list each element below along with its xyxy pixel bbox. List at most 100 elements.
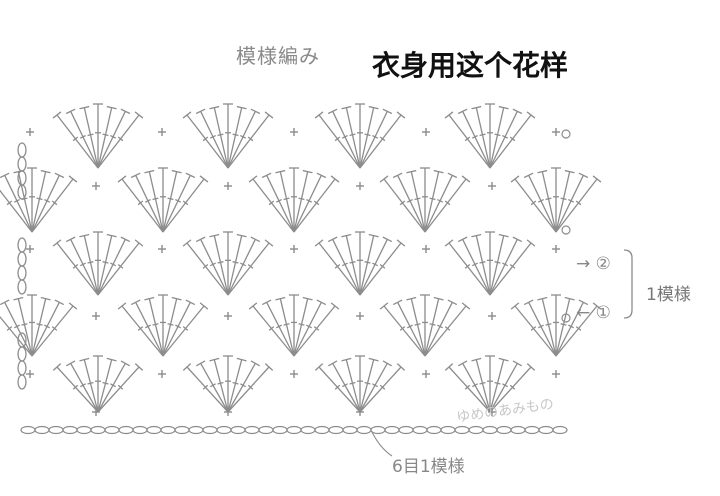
dc-stitch: [31, 305, 74, 357]
dc-cap: [510, 175, 520, 183]
dc-cap: [79, 233, 90, 238]
dc-cap: [185, 172, 196, 179]
dc-bar: [275, 198, 282, 203]
dc-stitch: [56, 242, 99, 296]
dc-cap: [195, 236, 206, 243]
dc-bar: [334, 384, 341, 390]
pattern-title-jp: 模様編み: [236, 44, 320, 68]
dc-cap: [526, 111, 536, 119]
dc-bar: [372, 134, 379, 139]
dc-cap: [461, 302, 471, 310]
dc-bar: [429, 323, 436, 326]
dc-bar: [472, 383, 478, 388]
dc-stitch: [162, 175, 191, 233]
chain-link: [17, 156, 27, 172]
chain-link: [482, 425, 498, 435]
dc-cap: [248, 302, 258, 310]
dc-stitch: [200, 239, 229, 296]
dc-bar: [87, 381, 94, 385]
dc-cap: [447, 299, 458, 306]
chain-link: [17, 142, 27, 158]
single-crochet-icon: [92, 182, 100, 190]
dc-stitch: [489, 359, 505, 413]
dc-cap: [327, 236, 338, 243]
dc-cap: [457, 236, 468, 243]
dc-stitch: [359, 107, 375, 169]
dc-cap: [65, 360, 76, 367]
dc-stitch: [555, 298, 571, 357]
dc-stitch: [410, 171, 426, 233]
dc-bar: [575, 326, 582, 331]
dc-bar: [6, 326, 13, 331]
chain-link: [132, 425, 148, 435]
fan-motif-icon: [510, 294, 602, 357]
dc-stitch: [227, 242, 270, 296]
single-crochet-icon: [356, 408, 364, 416]
fan-motif-icon: [248, 167, 340, 233]
dc-cap: [368, 357, 379, 362]
dc-stitch: [83, 359, 99, 413]
dc-bar: [479, 261, 486, 264]
dc-bar: [349, 133, 356, 137]
dc-stitch: [383, 305, 426, 357]
dc-stitch: [121, 178, 164, 233]
dc-bar: [464, 264, 471, 269]
chain-link: [300, 425, 316, 435]
dc-stitch: [97, 366, 140, 413]
fan-motif-icon: [379, 294, 471, 357]
dc-cap: [471, 105, 482, 110]
dc-stitch: [17, 171, 33, 233]
dc-stitch: [359, 359, 375, 413]
dc-cap: [120, 360, 131, 367]
dc-cap: [564, 296, 575, 301]
dc-bar: [268, 326, 275, 331]
dc-stitch: [528, 302, 557, 357]
dc-stitch: [489, 235, 505, 296]
single-crochet-icon: [224, 408, 232, 416]
chain-link: [76, 425, 92, 435]
dc-stitch: [227, 235, 243, 296]
dc-stitch: [186, 366, 229, 413]
dc-bar: [560, 197, 567, 201]
dc-stitch: [293, 298, 309, 357]
dc-stitch: [359, 114, 402, 169]
dc-cap: [171, 169, 182, 174]
dc-cap: [209, 105, 220, 110]
dc-stitch: [17, 298, 33, 357]
dc-bar: [232, 261, 239, 264]
chain-link: [426, 425, 442, 435]
dc-stitch: [345, 359, 361, 413]
dc-stitch: [148, 171, 164, 233]
dc-stitch: [462, 363, 491, 413]
dc-bar: [502, 262, 509, 267]
dc-stitch: [70, 111, 99, 169]
chain-link: [454, 425, 470, 435]
dc-bar: [568, 324, 575, 329]
dc-cap: [330, 302, 340, 310]
turning-chain-icon: [17, 237, 27, 295]
dc-bar: [72, 136, 79, 142]
dc-cap: [392, 299, 403, 306]
dc-stitch: [359, 111, 388, 169]
chain-link: [258, 425, 274, 435]
fan-motif-icon: [0, 167, 78, 233]
dc-bar: [494, 261, 501, 264]
dc-bar: [209, 134, 216, 139]
dc-stitch: [332, 111, 361, 169]
dc-bar: [217, 381, 224, 385]
dc-bar: [364, 381, 371, 385]
dc-bar: [202, 136, 209, 142]
fan-motif-icon: [510, 167, 602, 233]
dc-cap: [199, 175, 209, 183]
dc-cap: [341, 105, 352, 110]
dc-cap: [379, 302, 389, 310]
dc-cap: [68, 175, 78, 183]
dc-cap: [523, 172, 534, 179]
chain-link: [370, 425, 386, 435]
dc-cap: [54, 299, 65, 306]
fan-motif-icon: [314, 231, 406, 296]
dc-stitch: [448, 114, 491, 169]
dc-cap: [512, 236, 523, 243]
dc-cap: [182, 239, 192, 247]
